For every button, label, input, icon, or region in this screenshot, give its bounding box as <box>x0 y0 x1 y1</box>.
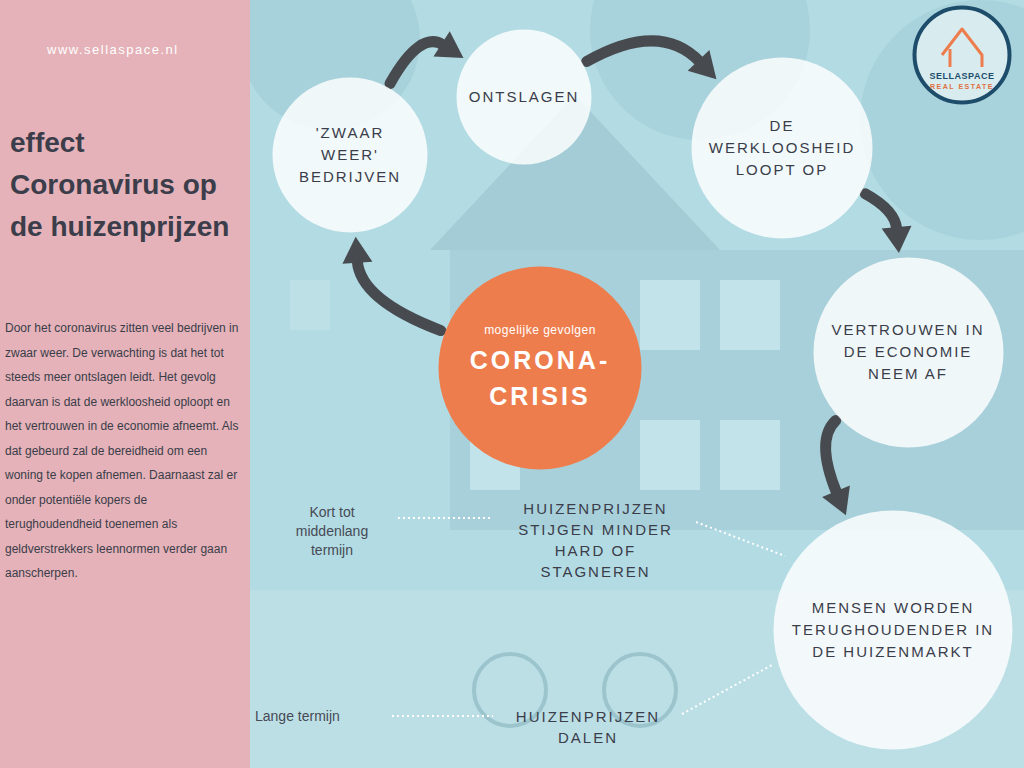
side-panel <box>0 0 250 768</box>
circle-title: CORONA- CRISIS <box>458 342 623 414</box>
arrow-line <box>390 42 443 84</box>
step-circle: MENSEN WORDEN TERUGHOUDENDER IN DE HUIZE… <box>773 510 1013 750</box>
tree-crown <box>860 0 1024 240</box>
leader-line <box>398 517 493 519</box>
logo-tagline: REAL ESTATE <box>930 82 994 91</box>
house-window <box>720 420 780 490</box>
step-circle: DE WERKLOOSHEID LOOPT OP <box>691 57 873 239</box>
website-url: www.sellaspace.nl <box>47 42 242 57</box>
circle-label: ONTSLAGEN <box>469 86 580 108</box>
effect-text: HUIZENPRIJZEN STIJGEN MINDER HARD OF STA… <box>497 498 694 582</box>
flow-arrow <box>587 41 717 79</box>
logo-circle: SELLASPACEREAL ESTATE <box>912 5 1012 105</box>
effect-text: HUIZENPRIJZEN DALEN <box>497 706 679 748</box>
logo-circle-fill <box>915 8 1010 103</box>
house-window <box>640 420 700 490</box>
circle-text: mogelijke gevolgenCORONA- CRISIS <box>458 322 623 414</box>
arrow-head <box>342 237 372 264</box>
step-circle-fill <box>692 58 873 239</box>
flow-arrow <box>822 420 850 515</box>
step-circle-fill <box>774 511 1013 750</box>
house-window <box>640 280 700 350</box>
leader-line <box>682 665 772 714</box>
step-circle-fill <box>813 257 1003 447</box>
step-circle: 'ZWAAR WEER' BEDRIJVEN <box>272 77 428 233</box>
term-label: Lange termijn <box>255 707 385 726</box>
title: effect Coronavirus op de huizenprijzen <box>10 122 248 248</box>
arrow-head <box>822 486 850 516</box>
house-window <box>290 280 330 330</box>
flow-arrow <box>390 31 463 83</box>
arrow-head <box>433 31 463 58</box>
circle-text: 'ZWAAR WEER' BEDRIJVEN <box>288 122 413 188</box>
crisis-circle-fill <box>439 267 642 470</box>
body-text: Door het coronavirus zitten veel bedrijv… <box>5 316 245 586</box>
circle-label: VERTROUWEN IN DE ECONOMIE NEEM AF <box>823 319 993 385</box>
arrow-head <box>882 226 912 253</box>
arrow-line <box>357 261 441 331</box>
circle-label: DE WERKLOOSHEID LOOPT OP <box>702 115 862 181</box>
circle-text: SELLASPACEREAL ESTATE <box>917 71 1007 91</box>
logo-house <box>942 29 982 67</box>
term-label: Kort tot middenlang termijn <box>282 503 382 560</box>
step-circle: ONTSLAGEN <box>456 29 592 165</box>
circle-label: 'ZWAAR WEER' BEDRIJVEN <box>288 122 413 188</box>
house-window <box>720 280 780 350</box>
arrow-line <box>826 420 837 493</box>
arrow-line <box>587 41 700 62</box>
step-circle-fill <box>457 30 592 165</box>
circle-subtitle: mogelijke gevolgen <box>484 322 596 338</box>
circle-text: MENSEN WORDEN TERUGHOUDENDER IN DE HUIZE… <box>782 597 1004 663</box>
leader-line <box>696 522 785 556</box>
arrow-line <box>865 194 896 229</box>
step-circle: VERTROUWEN IN DE ECONOMIE NEEM AF <box>813 257 1004 448</box>
circle-text: DE WERKLOOSHEID LOOPT OP <box>702 115 862 181</box>
leader-line <box>392 715 493 717</box>
logo-name: SELLASPACE <box>930 71 995 82</box>
circle-text: ONTSLAGEN <box>462 86 587 108</box>
flow-arrow <box>342 237 440 331</box>
circle-text: VERTROUWEN IN DE ECONOMIE NEEM AF <box>823 319 993 385</box>
step-circle-fill <box>273 78 428 233</box>
flow-arrow <box>865 194 911 253</box>
arrow-head <box>688 50 717 79</box>
circle-label: MENSEN WORDEN TERUGHOUDENDER IN DE HUIZE… <box>782 597 1004 663</box>
logo-house <box>949 49 952 67</box>
crisis-circle: mogelijke gevolgenCORONA- CRISIS <box>438 266 642 470</box>
